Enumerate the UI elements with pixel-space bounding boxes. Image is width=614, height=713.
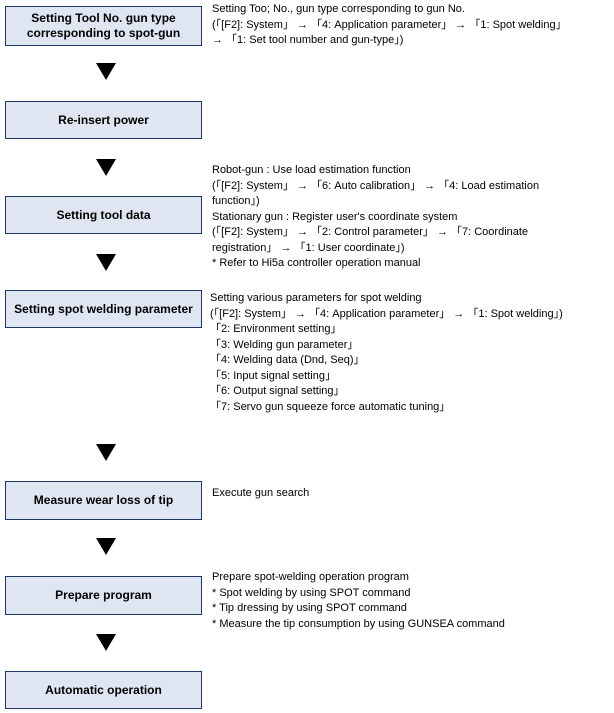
description-line: * Spot welding by using SPOT command xyxy=(212,586,411,599)
step-box-set-tool-gun-type: Setting Tool No. gun type corresponding … xyxy=(5,6,202,46)
description-line: Prepare spot-welding operation program xyxy=(212,571,409,583)
description-line: Execute gun search xyxy=(212,487,310,499)
step-box-automatic-operation: Automatic operation xyxy=(5,671,202,709)
description-line: (「[F2]: System」 → 「4: Application parame… xyxy=(210,307,563,320)
description-line: function」) xyxy=(212,195,260,207)
step-box-measure-wear-loss: Measure wear loss of tip xyxy=(5,481,202,520)
description-line: Setting various parameters for spot weld… xyxy=(210,292,422,304)
description-line: Stationary gun : Register user's coordin… xyxy=(212,210,458,223)
step-box-reinsert-power: Re-insert power xyxy=(5,101,202,139)
down-arrow-icon xyxy=(96,254,116,271)
down-arrow-icon xyxy=(96,538,116,555)
step-box-setting-tool-data: Setting tool data xyxy=(5,196,202,234)
step-description: Prepare spot-welding operation program *… xyxy=(212,570,505,632)
step-description: Robot-gun : Use load estimation function… xyxy=(212,163,539,272)
description-line: (「[F2]: System」 → 「6: Auto calibration」 … xyxy=(212,179,540,192)
description-line: Robot-gun : Use load estimation function xyxy=(212,164,411,176)
down-arrow-icon xyxy=(96,634,116,651)
description-line: (「[F2]: System」 → 「2: Control parameter」… xyxy=(212,226,529,238)
step-label-line: Setting Tool No. gun type xyxy=(31,11,176,25)
description-line: * Measure the tip consumption by using G… xyxy=(212,617,505,630)
down-arrow-icon xyxy=(96,444,116,461)
description-line: (「[F2]: System」 → 「4: Application parame… xyxy=(212,18,567,31)
step-box-spot-welding-parameter: Setting spot welding parameter xyxy=(5,290,202,328)
step-description: Setting Too; No., gun type corresponding… xyxy=(212,2,567,49)
step-box-prepare-program: Prepare program xyxy=(5,576,202,615)
down-arrow-icon xyxy=(96,63,116,80)
description-line: 「5: Input signal setting」 xyxy=(210,369,336,382)
step-description: Setting various parameters for spot weld… xyxy=(210,291,563,415)
description-line: 「7: Servo gun squeeze force automatic tu… xyxy=(210,400,451,413)
description-line: 「2: Environment setting」 xyxy=(210,323,342,335)
description-line: registration」 → 「1: User coordinate」) xyxy=(212,241,405,254)
description-line: 「6: Output signal setting」 xyxy=(210,385,345,397)
description-line: 「4: Welding data (Dnd, Seq)」 xyxy=(210,354,365,366)
description-line: Setting Too; No., gun type corresponding… xyxy=(212,3,465,15)
description-line: * Refer to Hi5a controller operation man… xyxy=(212,257,421,269)
step-label-line: corresponding to spot-gun xyxy=(26,26,181,40)
description-line: → 「1: Set tool number and gun-type」) xyxy=(212,34,404,46)
description-line: 「3: Welding gun parameter」 xyxy=(210,338,359,351)
step-label-line: Prepare program xyxy=(55,588,152,602)
description-line: * Tip dressing by using SPOT command xyxy=(212,602,407,614)
down-arrow-icon xyxy=(96,159,116,176)
step-description: Execute gun search xyxy=(212,486,309,502)
step-label-line: Setting spot welding parameter xyxy=(14,301,193,316)
step-label-line: Measure wear loss of tip xyxy=(33,493,174,507)
step-label-line: Re-insert power xyxy=(58,112,149,127)
step-label-line: Setting tool data xyxy=(56,207,151,222)
step-label-line: Automatic operation xyxy=(45,682,162,697)
